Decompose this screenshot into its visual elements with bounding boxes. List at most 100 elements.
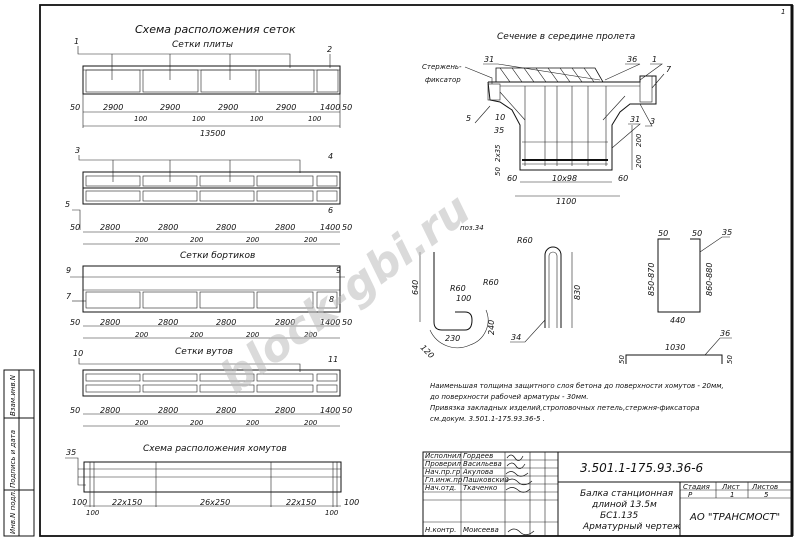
svg-text:1400: 1400: [320, 406, 340, 415]
note-line: до поверхности рабочей арматуры - 30мм.: [429, 393, 589, 401]
mark-36-detail: 36: [720, 329, 730, 338]
company-name: АО "ТРАНСМОСТ": [689, 512, 780, 523]
svg-text:50: 50: [494, 167, 502, 176]
svg-text:830: 830: [573, 285, 582, 300]
svg-text:200: 200: [635, 133, 643, 147]
svg-text:640: 640: [411, 280, 420, 295]
section-title: Сечение в середине пролета: [497, 32, 635, 42]
bar-detail: 1030 36 50 50: [618, 329, 734, 364]
svg-text:50: 50: [342, 223, 352, 232]
mark-35-detail: 35: [722, 228, 732, 237]
svg-text:2800: 2800: [275, 223, 295, 232]
mark-7-section: 7: [666, 65, 672, 74]
svg-text:2900: 2900: [160, 103, 180, 112]
sheet-value: 1: [730, 491, 734, 499]
svg-text:2800: 2800: [100, 318, 120, 327]
svg-text:200: 200: [635, 154, 643, 168]
note-line: Наименьшая толщина защитного слоя бетона…: [430, 382, 724, 390]
mark-3-section: 3: [650, 117, 655, 126]
svg-text:2900: 2900: [218, 103, 238, 112]
svg-text:50: 50: [70, 406, 80, 415]
svg-text:100: 100: [456, 294, 471, 303]
notes: Наименьшая толщина защитного слоя бетона…: [429, 382, 724, 423]
signatures: [505, 454, 535, 536]
mark-34: 34: [511, 333, 521, 342]
mark-31-right: 31: [630, 115, 640, 124]
svg-text:50: 50: [692, 229, 702, 238]
svg-text:Лист: Лист: [721, 483, 741, 491]
svg-text:200: 200: [246, 236, 260, 244]
svg-text:Васильева: Васильева: [463, 460, 502, 468]
svg-text:1400: 1400: [320, 318, 340, 327]
svg-text:230: 230: [445, 334, 460, 343]
svg-text:26x250: 26x250: [200, 498, 230, 507]
mark-31-top: 31: [484, 55, 494, 64]
svg-text:2900: 2900: [103, 103, 123, 112]
stirrup-detail: 50 50 35 850-870 860-880 440: [647, 228, 732, 325]
svg-text:200: 200: [190, 419, 204, 427]
svg-text:50: 50: [70, 103, 80, 112]
side-mesh-title: Сетки бортиков: [180, 251, 255, 261]
stamp-replace-label: Взам.инв.N: [9, 374, 17, 416]
mark-2: 2: [327, 45, 332, 54]
margin-stamp: Инв.N подл. Подпись и дата Взам.инв.N: [3, 369, 35, 537]
svg-text:100: 100: [72, 498, 87, 507]
svg-text:200: 200: [304, 419, 318, 427]
mark-7: 7: [66, 292, 72, 301]
svg-text:Гордеев: Гордеев: [463, 452, 493, 460]
svg-text:2800: 2800: [100, 223, 120, 232]
slab-mesh-title: Сетки плиты: [172, 40, 233, 50]
mark-1-section: 1: [652, 55, 657, 64]
mark-9-left: 9: [66, 266, 71, 275]
svg-text:Листов: Листов: [751, 483, 778, 491]
mark-35-section: 35: [494, 126, 504, 135]
svg-text:2800: 2800: [216, 406, 236, 415]
svg-text:200: 200: [246, 331, 260, 339]
cross-section: Стержень- фиксатор 31 36 1 7 5 10 3 35 3…: [422, 55, 672, 206]
side-mesh-plan: 9 9 7 8 50 2800 2800 2800 2800 1400 50 2…: [66, 265, 352, 339]
svg-text:Арматурный чертеж: Арматурный чертеж: [582, 522, 682, 532]
svg-text:60: 60: [618, 174, 628, 183]
mark-5-section: 5: [466, 114, 471, 123]
loop-detail: R60 830 34: [510, 236, 582, 343]
role-dept-head: Нач.отд.: [425, 484, 456, 492]
svg-text:R60: R60: [450, 284, 466, 293]
svg-text:100: 100: [250, 115, 264, 123]
svg-text:200: 200: [135, 419, 149, 427]
mark-6: 6: [328, 206, 333, 215]
mark-11: 11: [328, 355, 338, 364]
slab-mesh-plan: 1 2 50 2900 2900 2900 2900 1400 50 100 1…: [70, 37, 352, 138]
svg-text:2800: 2800: [216, 318, 236, 327]
svg-text:50: 50: [342, 406, 352, 415]
mark-8: 8: [329, 295, 334, 304]
stamp-sign-label: Подпись и дата: [9, 430, 17, 488]
slab-total-length: 13500: [200, 129, 225, 138]
svg-text:120: 120: [419, 343, 436, 360]
svg-text:440: 440: [670, 316, 685, 325]
mark-1: 1: [74, 37, 79, 46]
svg-text:200: 200: [190, 236, 204, 244]
mark-5: 5: [65, 200, 70, 209]
svg-text:22x150: 22x150: [286, 498, 316, 507]
svg-text:100: 100: [86, 509, 100, 517]
svg-text:200: 200: [190, 331, 204, 339]
svg-text:200: 200: [304, 236, 318, 244]
svg-text:фиксатор: фиксатор: [425, 76, 461, 84]
svg-text:60: 60: [507, 174, 517, 183]
haunch-mesh-plan: 10 11 50 2800 2800 2800 2800 1400 50 200…: [70, 349, 352, 427]
svg-text:100: 100: [325, 509, 339, 517]
mark-35: 35: [66, 448, 76, 457]
mark-3: 3: [75, 146, 80, 155]
pos-34-label: поз.34: [460, 224, 484, 232]
svg-text:860-880: 860-880: [705, 263, 714, 296]
svg-text:R60: R60: [517, 236, 533, 245]
svg-text:50: 50: [618, 355, 626, 364]
role-checked: Проверил: [425, 460, 461, 468]
note-line: Привязка закладных изделий,строповочных …: [430, 404, 700, 412]
svg-text:200: 200: [304, 331, 318, 339]
svg-text:1030: 1030: [665, 343, 685, 352]
role-executed: Исполнил: [425, 452, 462, 460]
svg-text:100: 100: [134, 115, 148, 123]
mark-36: 36: [627, 55, 637, 64]
svg-text:50: 50: [726, 355, 734, 364]
